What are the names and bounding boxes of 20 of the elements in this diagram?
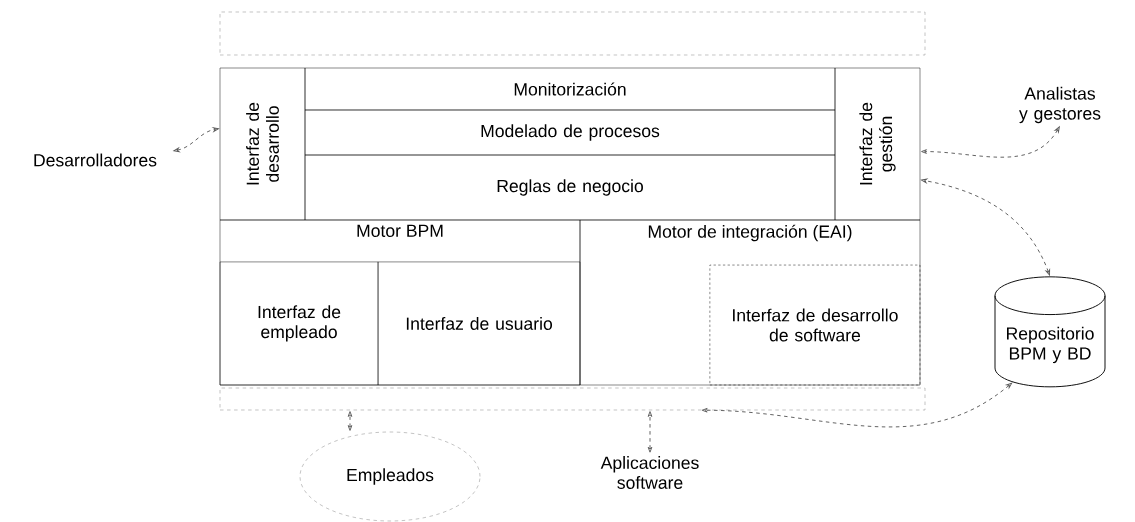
arrow	[347, 411, 353, 431]
database-cylinder: Repositorio BPM y BD	[994, 276, 1106, 388]
layer-row: Monitorización	[304, 67, 836, 111]
interface-column: Interfaz de desarrollo	[219, 67, 306, 221]
arrow	[921, 126, 1060, 158]
layer-row: Modelado de procesos	[304, 109, 836, 156]
layer-row: Reglas de negocio	[304, 154, 836, 221]
interface-column: Interfaz de gestión	[834, 67, 921, 221]
arrow	[701, 382, 1013, 428]
interface-box: Interfaz de empleado	[219, 261, 379, 386]
top-band	[219, 11, 926, 56]
bottom-band	[219, 387, 926, 411]
arrow	[647, 411, 653, 453]
arrow	[921, 178, 1051, 276]
interface-box: Interfaz de usuario	[377, 261, 581, 386]
interface-box: Interfaz de desarrollo de software	[709, 264, 921, 386]
actor-label: Aplicaciones software	[600, 456, 699, 489]
arrow	[173, 127, 219, 153]
actor-label: Analistas y gestores	[1019, 86, 1101, 124]
actor-label: Desarrolladores	[34, 153, 157, 167]
